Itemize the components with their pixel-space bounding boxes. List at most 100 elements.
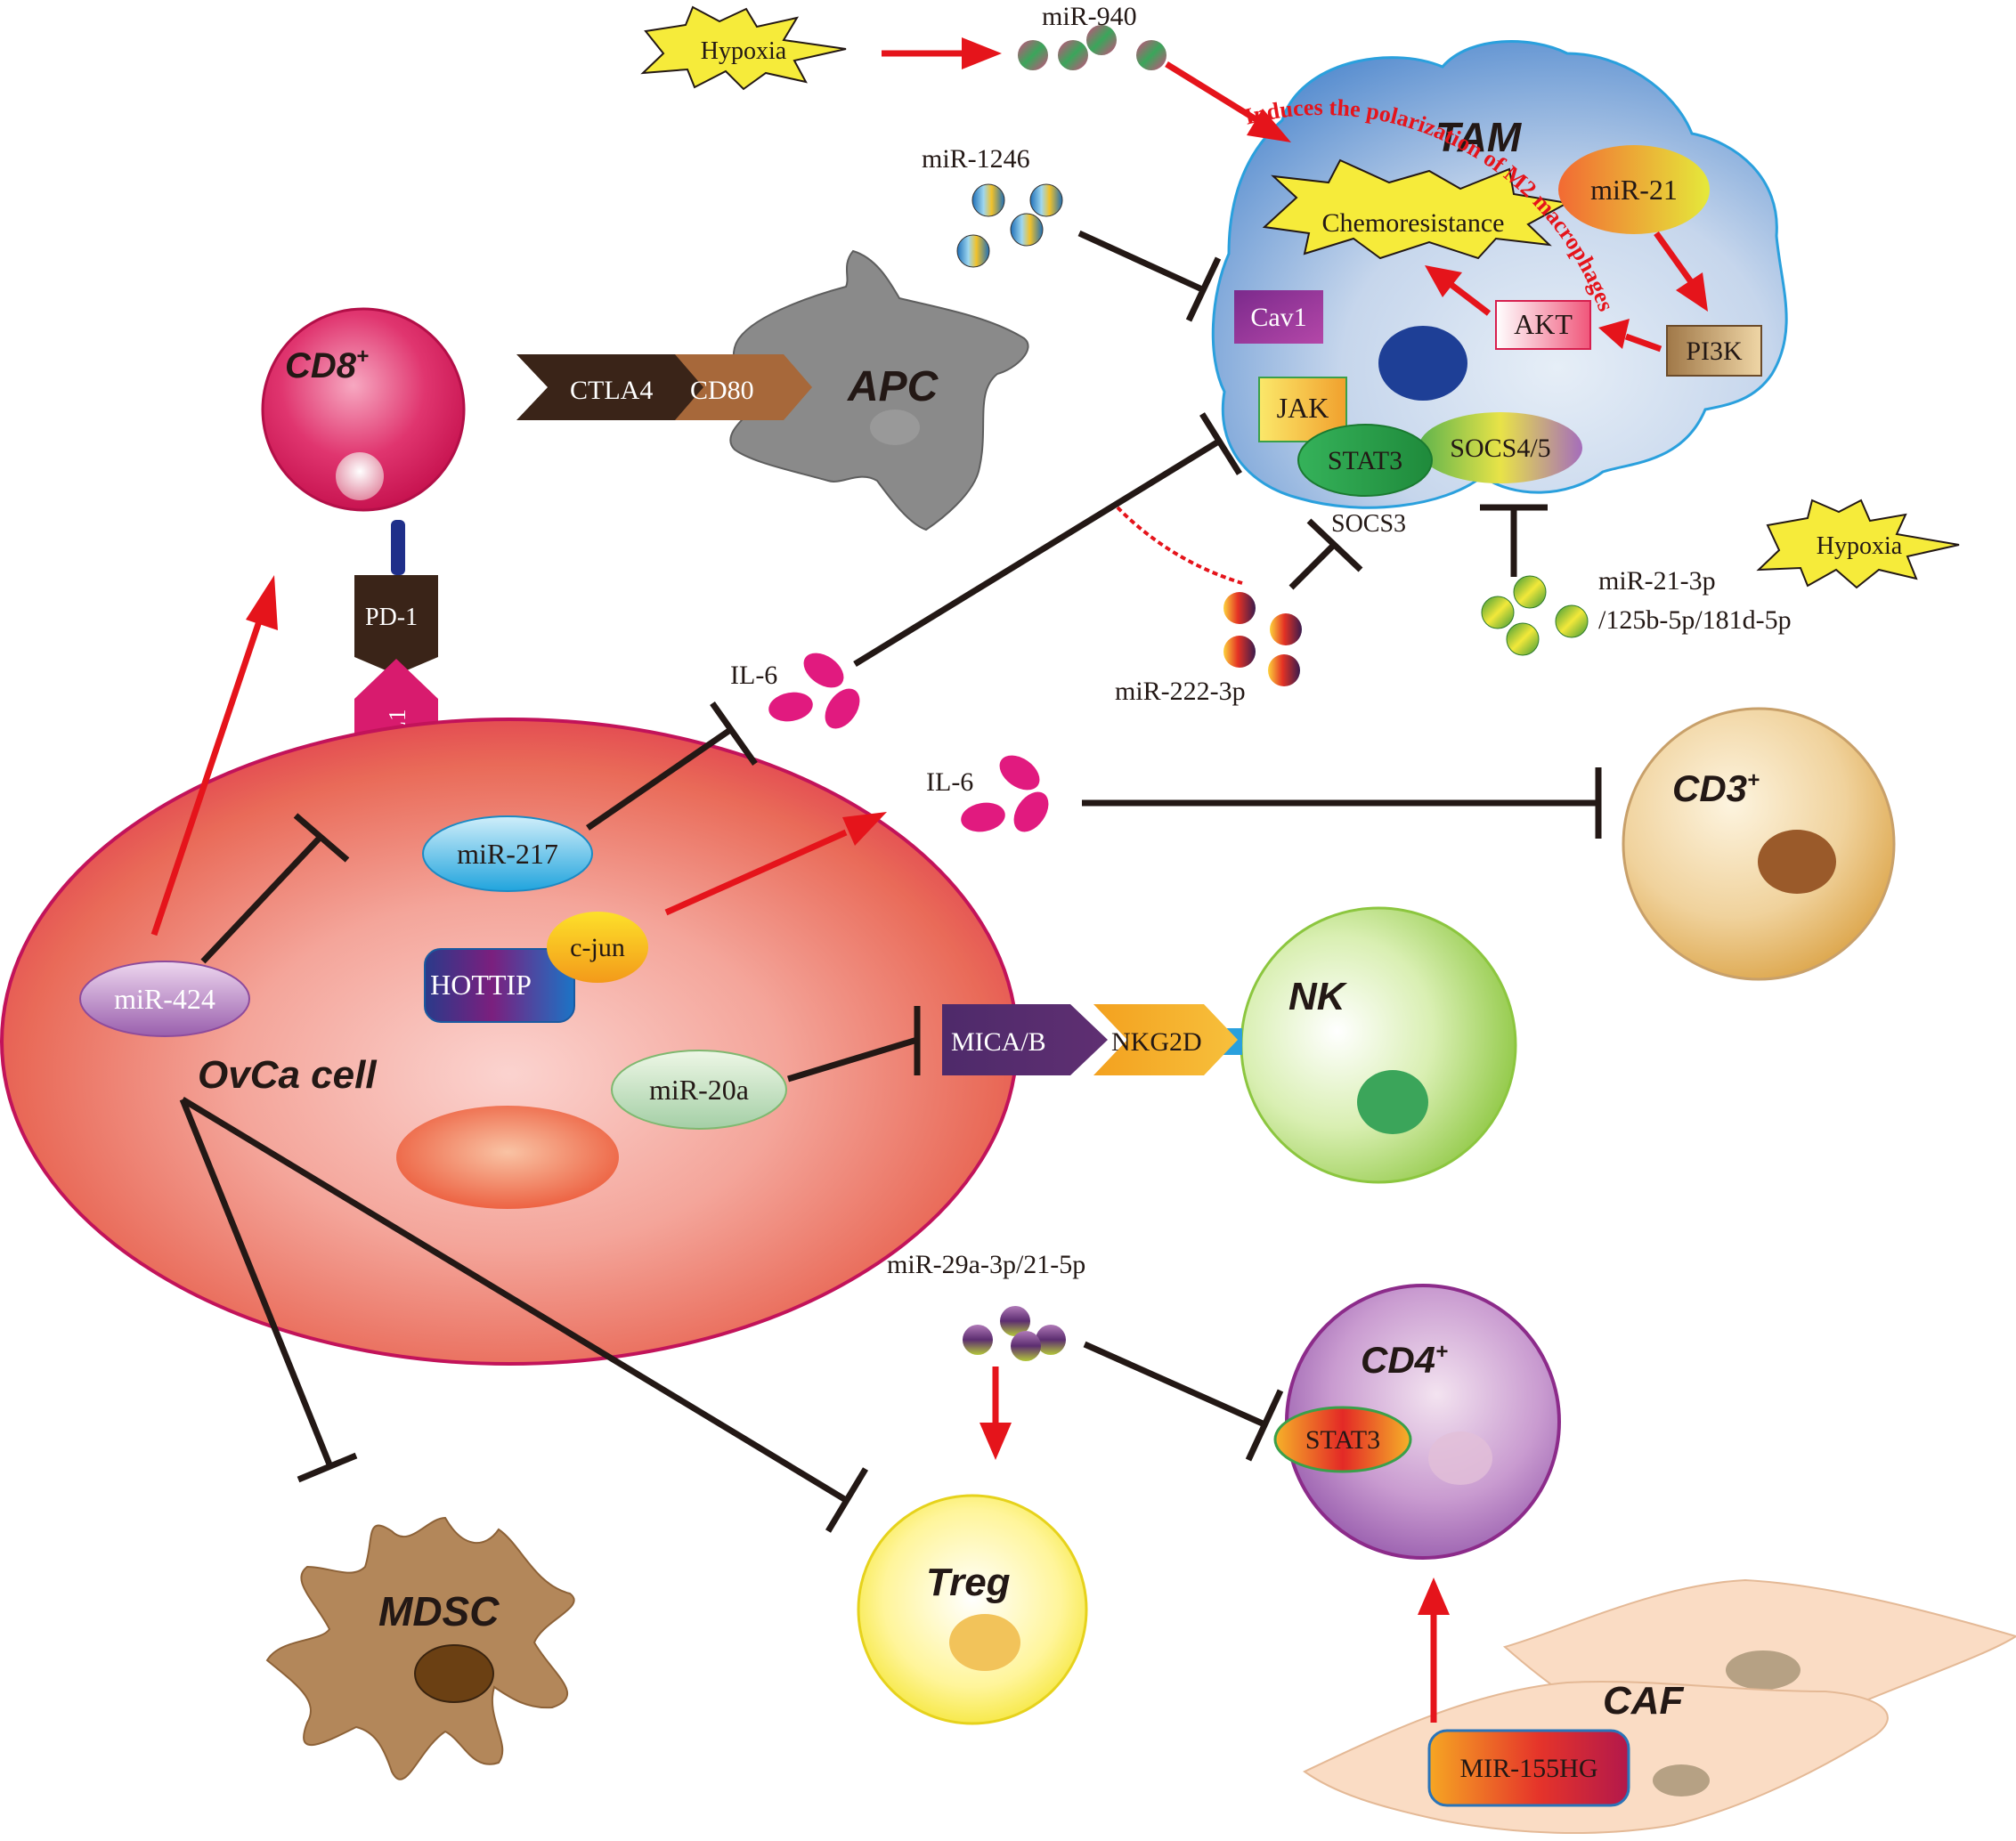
socs45-node: SOCS4/5: [1419, 412, 1582, 483]
nk-label: NK: [1288, 975, 1348, 1018]
nkg2d-receptor: NKG2D: [1093, 1004, 1238, 1075]
inhibit-bar-mir424-pdl1: [293, 813, 350, 863]
inhibit-bar-mir29a-cd4: [1245, 1389, 1284, 1462]
hypoxia-burst-right: Hypoxia: [1756, 499, 1960, 589]
arrowhead-akt-to-chemoresistance: [1425, 265, 1462, 297]
pi3k-node: PI3K: [1666, 325, 1762, 377]
mir155hg-node: MIR-155HG: [1427, 1729, 1630, 1807]
cd80-receptor: CD80: [675, 354, 812, 420]
akt-node: AKT: [1495, 300, 1591, 350]
mir217-node: miR-217: [422, 815, 593, 892]
mir21-cluster-dots: miR-21-3p /125b-5p/181d-5p: [1481, 566, 1792, 656]
mir29a-label: miR-29a-3p/21-5p: [887, 1250, 1085, 1279]
stat3-cd4-node: STAT3: [1273, 1406, 1412, 1473]
arrow-mir940-to-tam: [1165, 61, 1266, 127]
hottip-label: HOTTIP: [430, 969, 532, 1001]
il6-mid-group: IL-6: [926, 755, 1049, 832]
arrowhead-caf-to-cd4: [1418, 1577, 1450, 1615]
arrowhead-mir940-to-tam: [1247, 109, 1291, 142]
arrowhead-cjun-to-il6: [842, 812, 887, 846]
cjun-label: c-jun: [570, 933, 625, 962]
cjun-node: c-jun: [547, 912, 648, 983]
arrow-pi3k-to-akt: [1624, 333, 1662, 353]
arrowhead-hypoxia-to-mir940: [962, 37, 1002, 69]
pi3k-label: PI3K: [1686, 337, 1743, 366]
akt-label: AKT: [1514, 308, 1573, 340]
mir20a-node: miR-20a: [611, 1050, 787, 1130]
caf-label: CAF: [1603, 1679, 1685, 1723]
m2-arc-dash: [1116, 506, 1243, 585]
il6-top-label: IL-6: [730, 661, 777, 690]
treg-cell: Treg: [857, 1494, 1088, 1725]
jak-label: JAK: [1277, 392, 1329, 424]
chemoresistance-label: Chemoresistance: [1322, 208, 1505, 238]
mir20a-label: miR-20a: [649, 1074, 749, 1106]
mir940-dots: miR-940: [1018, 2, 1167, 70]
cav1-node: Cav1: [1234, 290, 1323, 344]
mir21-tam-label: miR-21: [1590, 174, 1678, 206]
arrow-mir21-to-pi3k: [1654, 231, 1695, 286]
inhibit-bar-mir222-socs3: [1306, 518, 1363, 572]
hypoxia-burst-top: Hypoxia: [640, 5, 847, 91]
pd1-label: PD-1: [365, 604, 418, 631]
apc-cell: APC: [729, 249, 1029, 531]
pd1-stalk: [391, 520, 405, 575]
inhibit-bar-il6-tam: [1199, 412, 1242, 475]
mir155hg-label: MIR-155HG: [1460, 1754, 1598, 1783]
inhibit-bar-ovca-mdsc: [297, 1452, 358, 1483]
stat3-tam-node: STAT3: [1297, 424, 1433, 497]
arrowhead-mir21-to-pi3k: [1676, 272, 1708, 312]
il6-top-group: IL-6: [730, 653, 860, 729]
mir222-label: miR-222-3p: [1115, 677, 1246, 706]
hottip-node: HOTTIP: [424, 948, 575, 1023]
mir1246-label: miR-1246: [922, 144, 1030, 174]
mdsc-cell: MDSC: [265, 1516, 575, 1780]
mir940-label: miR-940: [1042, 2, 1137, 31]
treg-label: Treg: [926, 1561, 1011, 1604]
nk-cell: NK: [1240, 906, 1517, 1184]
pd1-receptor: PD-1: [354, 575, 438, 675]
mir217-label: miR-217: [457, 838, 558, 870]
il6-mid-label: IL-6: [926, 767, 973, 797]
mir21-3p-label-line1: miR-21-3p: [1598, 566, 1716, 596]
cd3-cell: CD3+: [1622, 707, 1896, 981]
mica-receptor: MICA/B: [942, 1004, 1108, 1075]
cd8-cell: CD8+: [261, 307, 466, 512]
inhibit-mir20a-mica: [786, 1036, 919, 1083]
cd3-label: CD3+: [1672, 767, 1760, 809]
arrow-akt-to-chemoresistance: [1449, 282, 1492, 316]
hypoxia-right-label: Hypoxia: [1817, 532, 1903, 560]
inhibit-il6-tam: [853, 438, 1222, 667]
inhibit-mir222-socs3: [1288, 540, 1338, 590]
stat3-tam-label: STAT3: [1328, 446, 1402, 475]
inhibit-ovca-mdsc: [179, 1098, 333, 1466]
socs45-label: SOCS4/5: [1450, 434, 1550, 463]
nkg2d-label: NKG2D: [1111, 1027, 1202, 1057]
mir21-3p-label-line2: /125b-5p/181d-5p: [1598, 605, 1792, 635]
inhibit-mir1246-tam: [1077, 230, 1204, 293]
ctla4-label: CTLA4: [570, 376, 653, 405]
cd80-label: CD80: [690, 376, 754, 405]
ovca-cell: OvCa cell: [0, 718, 1019, 1366]
mir21-tam-node: miR-21: [1558, 145, 1710, 234]
cd4-label: CD4+: [1361, 1339, 1448, 1381]
inhibit-bar-mir217-il6: [710, 701, 758, 766]
arrowhead-mir424-to-cd8: [246, 575, 278, 630]
mir424-label: miR-424: [114, 983, 215, 1015]
ctla4-receptor: CTLA4: [516, 354, 708, 420]
cd8-label: CD8+: [285, 345, 369, 385]
stat3-cd4-label: STAT3: [1305, 1425, 1380, 1455]
mdsc-label: MDSC: [378, 1588, 500, 1634]
apc-label: APC: [847, 363, 939, 410]
mir1246-dots: miR-1246: [922, 144, 1063, 268]
mica-label: MICA/B: [951, 1027, 1046, 1057]
inhibit-mir424-pdl1: [200, 834, 323, 964]
cav1-label: Cav1: [1250, 303, 1306, 332]
arrow-mir424-to-cd8: [150, 617, 264, 937]
inhibition-lines: [179, 230, 1602, 1533]
arrowhead-pi3k-to-akt: [1598, 319, 1630, 349]
arrow-cjun-to-il6: [664, 829, 848, 916]
arrowhead-mir29a-to-treg: [980, 1423, 1012, 1460]
